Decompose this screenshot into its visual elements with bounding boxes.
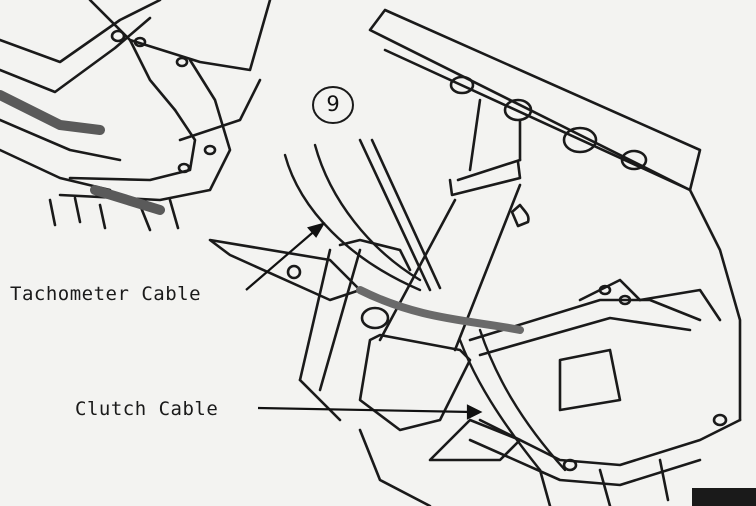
step-marker-circle — [312, 86, 354, 124]
clutch-cable-leader — [257, 406, 473, 414]
clutch-cable-label: Clutch Cable — [75, 398, 219, 420]
callout-arrows — [245, 222, 483, 420]
tachometer-cable-leader — [245, 227, 319, 291]
step-number: 9 — [326, 92, 340, 116]
main-handlebar-drawing — [208, 8, 742, 506]
clutch-arrowhead-icon — [466, 404, 483, 420]
inset-fork-bracket-drawing — [0, 0, 272, 232]
page-edge-tab — [692, 488, 756, 506]
tachometer-arrowhead-icon — [307, 222, 326, 238]
tachometer-cable-label: Tachometer Cable — [10, 283, 202, 305]
